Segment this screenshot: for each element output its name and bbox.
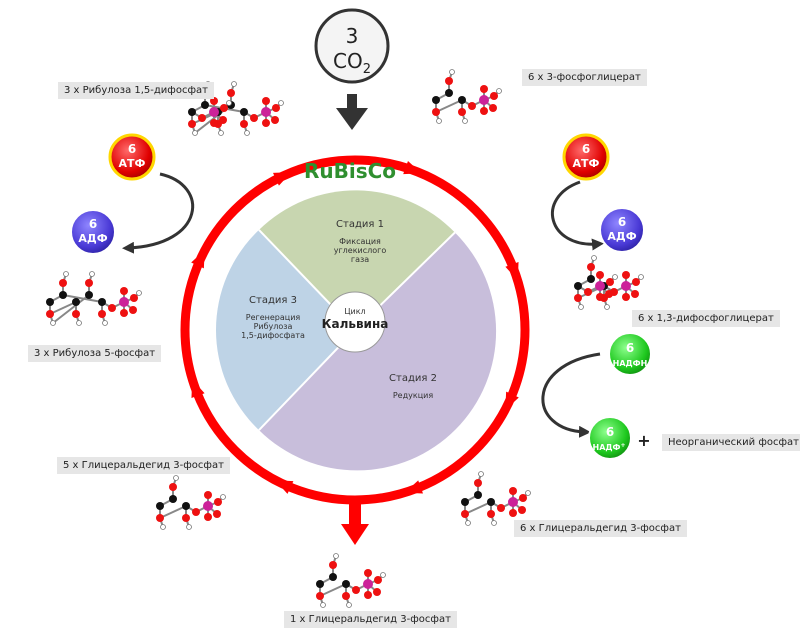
cycle-arrowhead-3 [505,391,519,410]
stage-2-title: Стадия 2 [389,373,437,384]
svg-text:6: 6 [128,142,136,156]
nadph-nadp-arrow [541,352,601,438]
atp-left-badge: 6 АТФ [108,133,156,181]
cycle-arrowhead-8 [272,172,292,186]
adp-right-badge: 6 АДФ [599,207,645,253]
stage-3-desc-1: Регенерация [246,313,301,322]
svg-text:АДФ: АДФ [78,232,107,245]
cycle-arrowhead-6 [191,379,205,399]
svg-text:6: 6 [606,425,614,439]
cycle-direction-arrows [191,160,519,494]
svg-text:АДФ: АДФ [607,230,636,243]
cycle-arrowhead-2 [505,261,519,281]
svg-text:НАДФН: НАДФН [613,359,648,368]
atp-adp-arrow-right [551,180,604,251]
stage-pie [215,190,497,471]
co2-formula: CO2 [333,49,371,77]
stage-3-title: Стадия 3 [249,295,297,306]
pga-molecule [432,69,502,124]
label-g3p1: 1 x Глицеральдегид 3-фосфат [284,611,457,628]
cycle-center: Цикл Кальвина [322,291,389,353]
co2-arrow-head [336,108,368,130]
svg-text:АТФ: АТФ [119,157,146,170]
stage-2-sector [259,232,497,471]
center-small: Цикл [344,307,365,316]
svg-text:НАДФ+: НАДФ+ [593,442,626,452]
stage-3-desc-3: 1,5-дифосфата [241,331,305,340]
g3p-output-arrow [341,496,369,545]
nadp-badge: 6 НАДФ+ [588,416,632,460]
atp-right-badge: 6 АТФ [562,133,610,181]
svg-text:6: 6 [89,217,97,231]
label-rubp: 3 x Рибулоза 1,5-дифосфат [58,82,214,99]
svg-text:6: 6 [626,341,634,355]
stage-2-desc-1: Редукция [393,391,433,400]
stage-1-title: Стадия 1 [336,219,384,230]
label-ru5p: 3 x Рибулоза 5-фосфат [28,345,162,362]
cycle-arrowhead-5 [275,480,294,494]
label-g3p5: 5 x Глицеральдегид 3-фосфат [57,457,230,474]
cycle-arrowhead-1 [403,160,422,175]
stage-1-sector [259,190,455,330]
co2-count: 3 [346,24,359,48]
svg-text:6: 6 [582,142,590,156]
nadph-badge: 6 НАДФН [608,332,652,376]
co2-arrow-shaft [347,94,357,110]
label-pi: Неорганический фосфат [662,434,800,451]
atp-adp-arrow-left [122,172,195,254]
stage-3-desc-2: Рибулоза [254,322,293,331]
g3p6-molecule [461,471,531,526]
plus-sign: + [637,431,650,450]
svg-text:6: 6 [618,215,626,229]
stage-1-desc-3: газа [351,255,369,264]
stage-1-desc-2: углекислого [334,246,387,255]
ru5p-molecule [46,271,142,326]
enzyme-label: RuBisCo [304,159,396,183]
g3p1-molecule [316,553,386,608]
rubp-molecule [188,81,284,136]
cycle-arrowhead-7 [191,250,205,269]
svg-text:АТФ: АТФ [573,157,600,170]
label-g3p6: 6 x Глицеральдегид 3-фосфат [514,520,687,537]
stage-1-desc-1: Фиксация [339,237,381,246]
center-big: Кальвина [322,317,389,331]
stage-3-sector [215,229,355,431]
g3p5-molecule [156,475,226,530]
adp-left-badge: 6 АДФ [70,209,116,255]
cycle-arrowhead-4 [404,480,424,494]
label-pga: 6 x 3-фосфоглицерат [522,69,647,86]
bpg-molecule [574,255,644,310]
molecules [46,69,644,608]
co2-input: 3 CO2 [314,8,390,130]
label-bpg: 6 x 1,3-дифосфоглицерат [632,310,780,327]
